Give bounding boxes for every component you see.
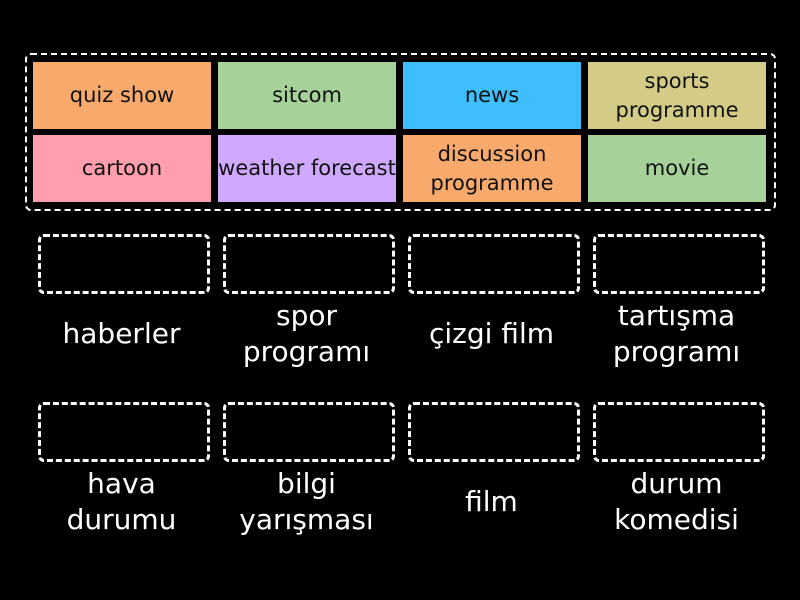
target-label: spor programı (242, 299, 371, 368)
target-label: çizgi film (428, 317, 554, 350)
target-label: hava durumu (66, 467, 177, 536)
target-label: haberler (62, 317, 181, 350)
target-label: film (465, 485, 518, 518)
answer-tile[interactable]: weather forecast (218, 135, 396, 202)
answer-tile[interactable]: sports programme (588, 62, 766, 129)
answer-tile[interactable]: sitcom (218, 62, 396, 129)
target-label: tartışma programı (612, 299, 741, 368)
drop-zone[interactable] (223, 234, 395, 294)
answer-tile[interactable]: discussion programme (403, 135, 581, 202)
target-label: durum komedisi (614, 467, 739, 536)
answer-pool (25, 53, 776, 211)
drop-zone[interactable] (408, 234, 580, 294)
drop-zone[interactable] (223, 402, 395, 462)
answer-tile[interactable]: cartoon (33, 135, 211, 202)
drop-zone[interactable] (38, 402, 210, 462)
drop-zone[interactable] (408, 402, 580, 462)
answer-tile[interactable]: movie (588, 135, 766, 202)
answer-tile[interactable]: news (403, 62, 581, 129)
drop-zone[interactable] (38, 234, 210, 294)
answer-tile[interactable]: quiz show (33, 62, 211, 129)
drop-zone[interactable] (593, 402, 765, 462)
target-label: bilgi yarışması (239, 467, 374, 536)
drop-zone[interactable] (593, 234, 765, 294)
